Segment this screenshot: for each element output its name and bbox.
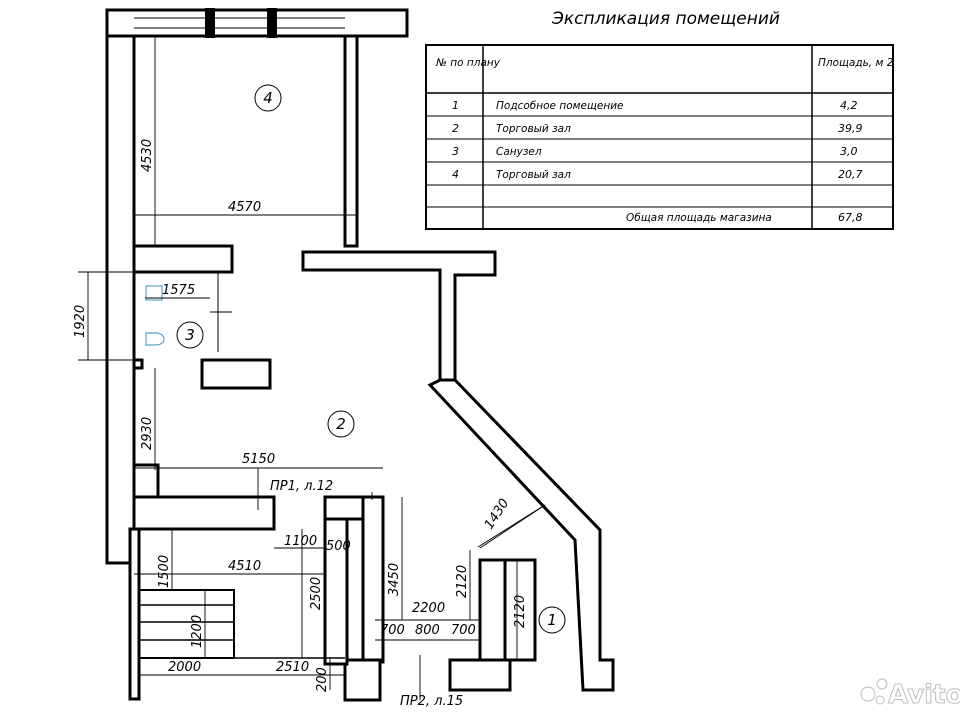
table-row-area: 3,0 (840, 145, 858, 158)
table-row-area: 39,9 (838, 122, 863, 135)
dim-1200: 1200 (190, 615, 205, 648)
dim-2000: 2000 (168, 660, 201, 675)
dim-4510: 4510 (228, 559, 261, 574)
explication-title: Экспликация помещений (551, 9, 780, 29)
room-marker-2 (327, 410, 355, 438)
section-label-pr1: ПР1, л.12 (270, 479, 333, 494)
room-marker-3 (176, 321, 204, 349)
table-row-name: Торговый зал (496, 123, 571, 135)
dim-700: 700 (451, 623, 476, 638)
dimension-lines (78, 36, 546, 690)
dim-3450: 3450 (387, 563, 402, 596)
table-row-no: 2 (452, 122, 459, 135)
dim-1430: 1430 (482, 496, 513, 532)
dim-4530: 4530 (140, 139, 155, 172)
dim-2120: 2120 (513, 595, 528, 628)
dim-1920: 1920 (73, 305, 88, 338)
dim-500: 500 (326, 539, 351, 554)
table-row-area: 4,2 (840, 99, 858, 112)
room-marker-1 (538, 606, 566, 634)
table-row-name: Торговый зал (496, 169, 571, 181)
table-row-no: 3 (452, 145, 459, 158)
watermark-text: Avito (888, 680, 960, 710)
dim-2930: 2930 (140, 417, 155, 450)
table-row-area: 20,7 (838, 168, 863, 181)
table-header-area: Площадь, м 2 (818, 57, 894, 69)
dim-5150: 5150 (242, 452, 275, 467)
room-number-1: 1 (547, 611, 557, 629)
dim-1575: 1575 (162, 283, 195, 298)
room-number-4: 4 (263, 89, 273, 107)
dim-2120: 2120 (455, 565, 470, 598)
dim-2510: 2510 (276, 660, 309, 675)
dim-200: 200 (315, 667, 330, 692)
section-label-pr2: ПР2, л.15 (400, 694, 463, 709)
dim-800: 800 (415, 623, 440, 638)
table-row-name: Подсобное помещение (496, 100, 624, 112)
dim-2200: 2200 (412, 601, 445, 616)
table-row-no: 1 (452, 99, 459, 112)
room-number-2: 2 (336, 415, 346, 433)
room-marker-4 (254, 84, 282, 112)
table-row-no: 4 (452, 168, 459, 181)
explication-table (425, 44, 894, 230)
table-total-label: Общая площадь магазина (626, 212, 772, 224)
dim-4570: 4570 (228, 200, 261, 215)
avito-watermark: Avito (860, 678, 960, 711)
table-header-no: № по плану (435, 57, 501, 69)
dim-1500: 1500 (157, 555, 172, 588)
room-number-3: 3 (185, 326, 195, 344)
dim-1100: 1100 (284, 534, 317, 549)
table-total-area: 67,8 (838, 211, 863, 224)
bathroom-fixtures (145, 285, 165, 346)
walls (105, 8, 615, 702)
dim-2500: 2500 (309, 577, 324, 610)
dim-700: 700 (380, 623, 405, 638)
staircase (138, 589, 345, 659)
table-row-name: Санузел (496, 146, 542, 158)
